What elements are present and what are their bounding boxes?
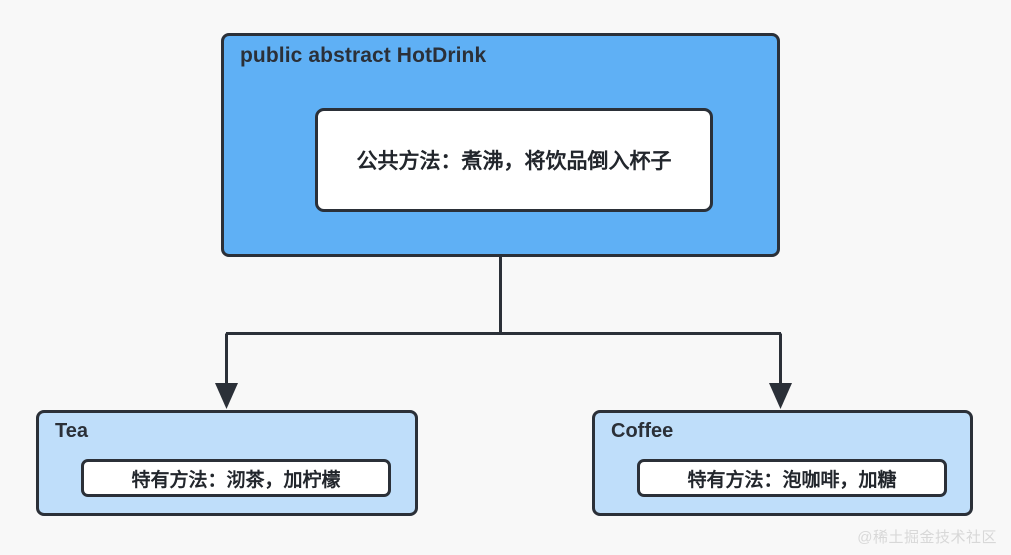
method-box-text: 特有方法：泡咖啡，加糖	[687, 469, 897, 491]
class-node-title: Tea	[55, 420, 88, 442]
method-box-specific[interactable]: 特有方法：沏茶，加柠檬	[81, 459, 391, 497]
class-node-tea[interactable]: Tea 特有方法：沏茶，加柠檬	[36, 410, 418, 516]
class-node-title: public abstract HotDrink	[240, 44, 487, 67]
method-box-text: 特有方法：沏茶，加柠檬	[131, 469, 341, 491]
watermark: @稀土掘金技术社区	[857, 529, 997, 546]
class-node-hotdrink[interactable]: public abstract HotDrink 公共方法：煮沸，将饮品倒入杯子	[221, 33, 780, 257]
arrowhead-left	[215, 383, 238, 409]
class-node-title: Coffee	[611, 420, 674, 442]
method-box-specific[interactable]: 特有方法：泡咖啡，加糖	[637, 459, 947, 497]
method-box-text: 公共方法：煮沸，将饮品倒入杯子	[356, 150, 672, 173]
arrowhead-right	[769, 383, 792, 409]
class-node-coffee[interactable]: Coffee 特有方法：泡咖啡，加糖	[592, 410, 973, 516]
method-box-common[interactable]: 公共方法：煮沸，将饮品倒入杯子	[315, 108, 713, 212]
